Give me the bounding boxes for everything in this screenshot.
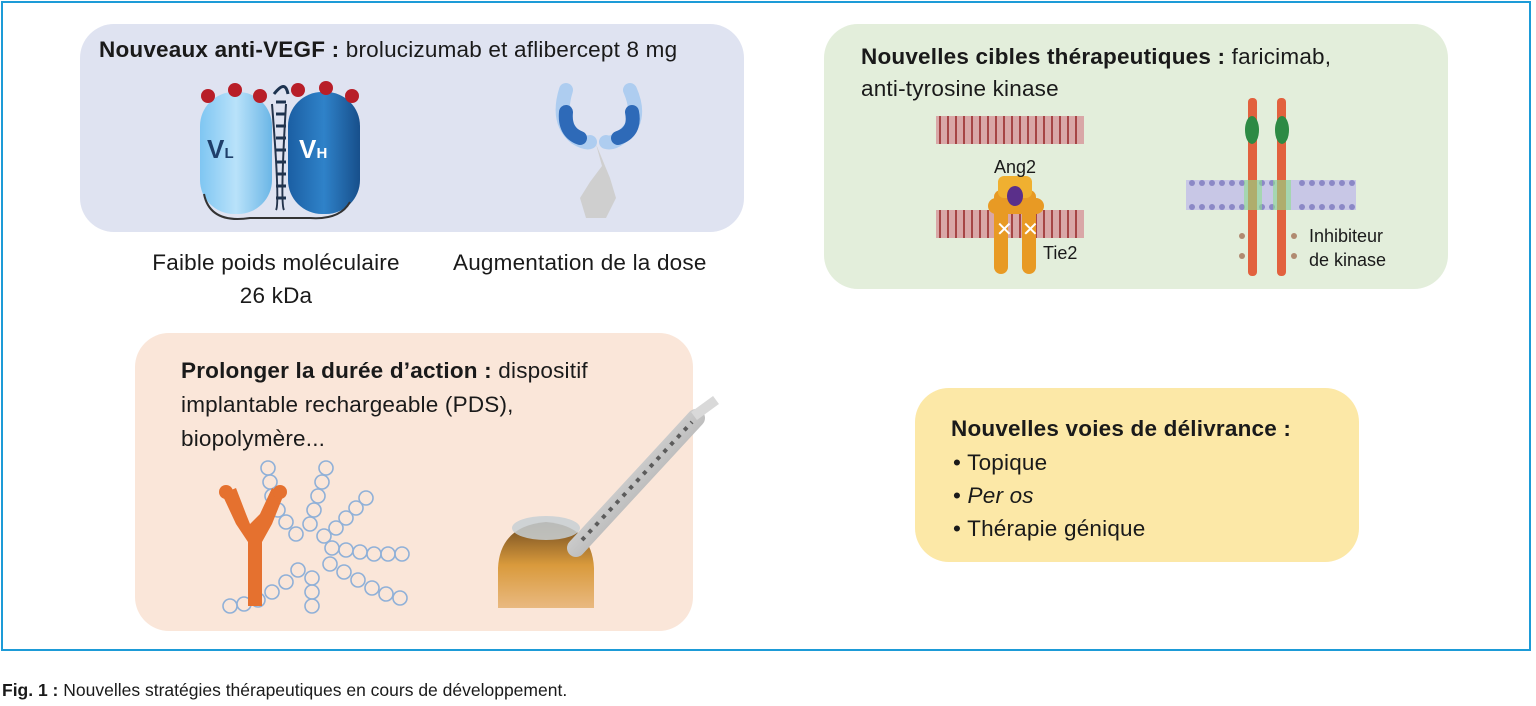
scfv-fragment-illustration <box>200 81 360 220</box>
biopolymer-antibody-illustration <box>219 460 410 614</box>
anti-vegf-heading: Nouveaux anti-VEGF : brolucizumab et afl… <box>99 37 678 62</box>
delivery-item-topical: • Topique <box>953 450 1048 475</box>
dose-increase-label: Augmentation de la dose <box>453 250 707 275</box>
vh-domain-label: VH <box>299 134 328 164</box>
port-delivery-system-eye-illustration <box>498 395 719 608</box>
svg-text:✕: ✕ <box>1022 217 1039 241</box>
figure-caption: Fig. 1 : Nouvelles stratégies thérapeuti… <box>2 680 568 700</box>
tie2-label: Tie2 <box>1043 243 1078 263</box>
duration-line3: biopolymère... <box>181 426 326 451</box>
panel-prolonged-action <box>135 333 693 631</box>
targets-heading-line2: anti-tyrosine kinase <box>861 76 1059 101</box>
duration-line2: implantable rechargeable (PDS), <box>181 392 514 417</box>
panel-new-delivery-routes <box>915 388 1359 562</box>
panel-new-targets <box>824 24 1448 289</box>
svg-text:✕: ✕ <box>996 217 1013 241</box>
aflibercept-molecule-illustration <box>555 83 643 218</box>
tyrosine-kinase-receptor-illustration <box>1186 98 1356 276</box>
delivery-item-gene-therapy: • Thérapie génique <box>953 516 1146 541</box>
duration-heading: Prolonger la durée d’action : dispositif <box>181 358 588 383</box>
delivery-item-oral: • Per os <box>953 483 1034 508</box>
vl-domain-label: VL <box>207 134 234 164</box>
targets-heading: Nouvelles cibles thérapeutiques : farici… <box>861 44 1332 69</box>
delivery-heading: Nouvelles voies de délivrance : <box>951 416 1292 441</box>
figure-frame <box>1 1 1531 651</box>
ang2-label: Ang2 <box>994 157 1037 177</box>
faricimab-ang2-tie2-illustration: ✕ ✕ <box>936 116 1084 274</box>
